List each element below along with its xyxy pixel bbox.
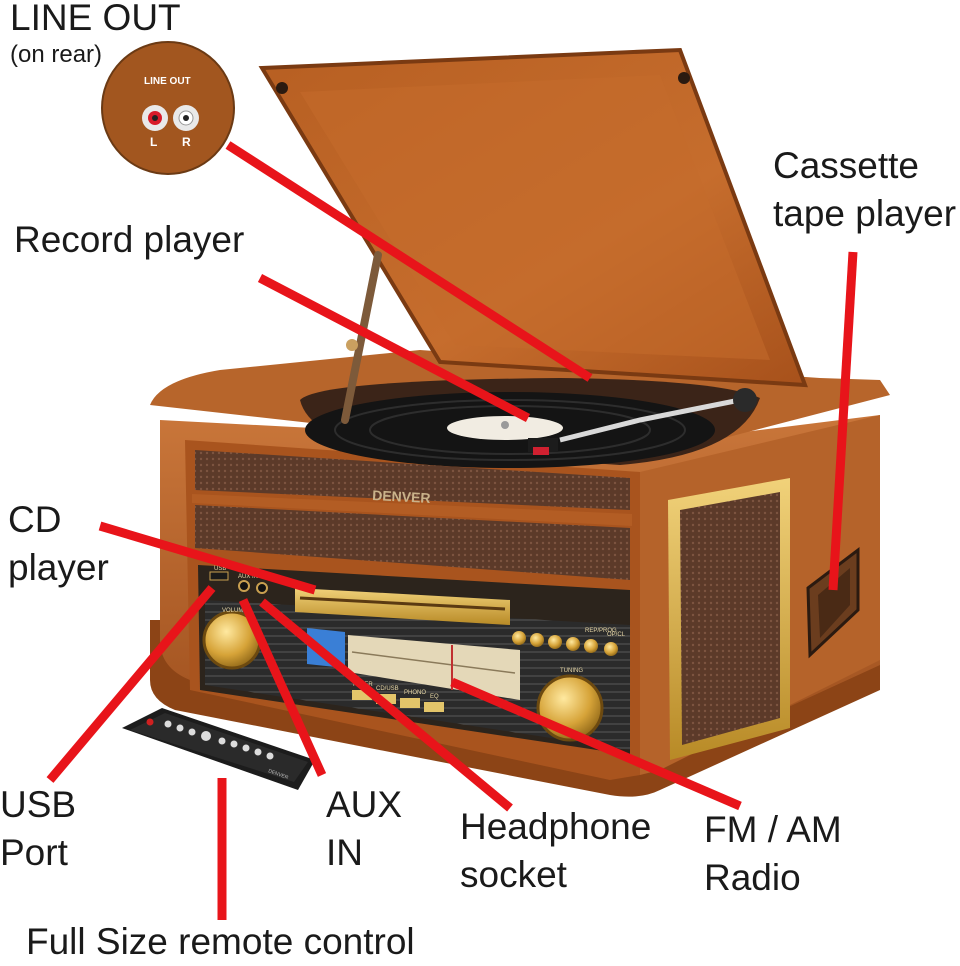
usb-label-line1: USB — [0, 784, 77, 825]
turntable-lid — [258, 47, 808, 424]
record-player-label: Record player — [14, 219, 245, 260]
line-out-title: LINE OUT — [10, 0, 181, 38]
callout-arrows — [46, 141, 858, 920]
usb-socket — [209, 571, 229, 581]
arrow-cd — [98, 521, 317, 595]
panel-eq-label: EQ — [430, 694, 439, 700]
arrow-radio — [450, 677, 742, 811]
panel-cdusb-label: CD/USB — [376, 686, 399, 692]
radio-label: FM / AM Radio — [704, 806, 842, 902]
radio-label-line2: Radio — [704, 857, 801, 898]
panel-opcl-label: OP/CL — [607, 632, 626, 638]
cd-player-label: CD player — [8, 496, 109, 592]
arrow-record-player — [257, 274, 531, 422]
panel-labels: USB AUX IN VOLUME TUNING REP/PROG OP/CL … — [214, 566, 626, 700]
panel-volume-label: VOLUME — [222, 608, 247, 614]
inset-right-label: R — [182, 135, 191, 149]
remote-control: DENVER — [122, 708, 315, 790]
arrow-usb — [46, 585, 216, 783]
aux-socket — [238, 580, 250, 592]
vinyl-record — [305, 388, 757, 468]
arrow-cassette — [828, 251, 858, 591]
panel-usb-label: USB — [214, 566, 226, 572]
usb-label-line2: Port — [0, 832, 68, 873]
aux-label-line2: IN — [326, 832, 363, 873]
radio-label-line1: FM / AM — [704, 809, 842, 850]
cassette-label: Cassette tape player — [773, 142, 956, 238]
arrow-aux — [238, 598, 327, 777]
arrow-headphone — [259, 598, 513, 812]
panel-aux-label: AUX IN — [238, 574, 258, 580]
headphone-label-line1: Headphone — [460, 806, 652, 847]
aux-label-line1: AUX — [326, 784, 403, 825]
headphone-socket-jack — [256, 582, 268, 594]
headphone-label-line2: socket — [460, 854, 567, 895]
brand-logo: DENVER — [372, 487, 431, 506]
line-out-note: (on rear) — [10, 41, 103, 68]
front-grille — [192, 450, 632, 580]
cd-label-line2: player — [8, 547, 109, 588]
inset-caption: LINE OUT — [144, 76, 191, 87]
panel-phono-label: PHONO — [404, 690, 426, 696]
panel-rep-label: REP/PROG — [585, 628, 617, 634]
inset-left-label: L — [150, 135, 157, 149]
cd-label-line1: CD — [8, 499, 62, 540]
aux-in-label: AUX IN — [326, 781, 402, 877]
cassette-label-line1: Cassette — [773, 145, 920, 186]
headphone-label: Headphone socket — [460, 803, 651, 899]
side-speaker — [668, 478, 790, 760]
remote-control-label: Full Size remote control — [26, 921, 415, 962]
cassette-deck — [806, 546, 860, 659]
line-out-inset: LINE OUT L R — [101, 41, 235, 175]
arrow-line-out — [225, 141, 593, 382]
panel-tuning-label: TUNING — [560, 668, 583, 674]
cassette-label-line2: tape player — [773, 193, 957, 234]
usb-port-label: USB Port — [0, 781, 76, 877]
